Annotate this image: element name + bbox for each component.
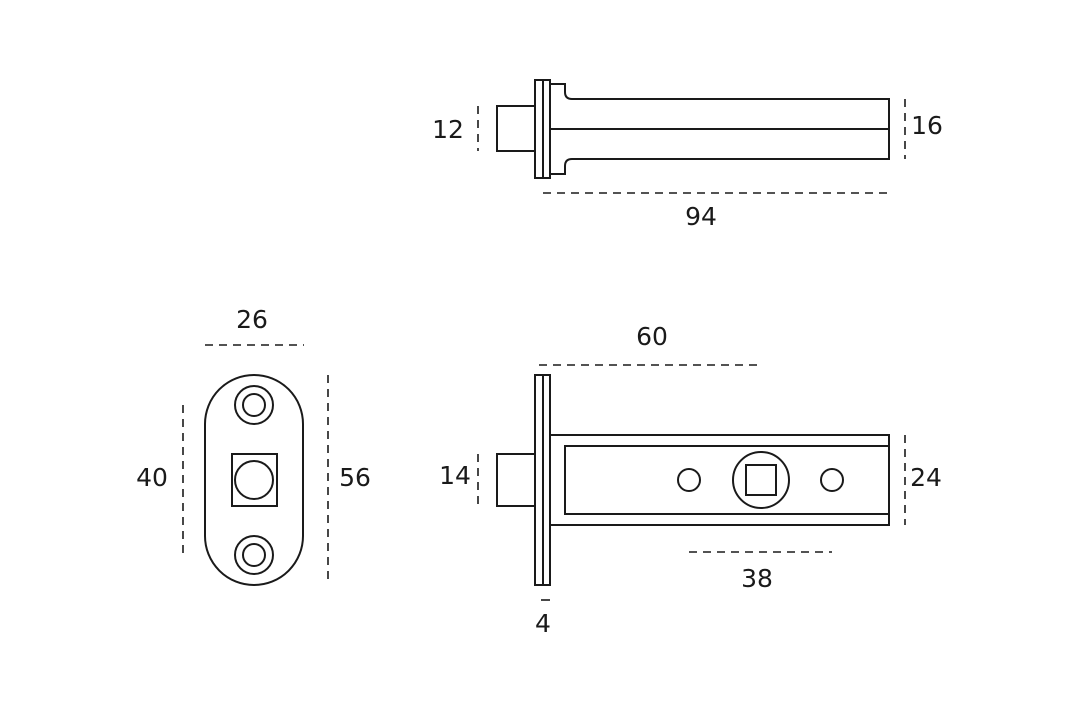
screw-hole-bottom-inner bbox=[242, 543, 266, 567]
spindle-square bbox=[745, 464, 777, 496]
fixing-hole-right bbox=[820, 468, 844, 492]
latch-case-outer bbox=[549, 434, 890, 526]
latch-bolt-side bbox=[496, 453, 536, 507]
screw-hole-top-inner bbox=[242, 393, 266, 417]
dim-label-26: 26 bbox=[236, 305, 268, 334]
dim-label-12: 12 bbox=[432, 115, 464, 144]
dim-label-94: 94 bbox=[685, 202, 717, 231]
dim-label-56: 56 bbox=[339, 463, 371, 492]
latch-top-view: 12 16 94 bbox=[432, 79, 943, 231]
dim-label-38: 38 bbox=[741, 564, 773, 593]
faceplate-view: 26 40 56 bbox=[136, 305, 371, 586]
latch-bolt-top bbox=[496, 105, 536, 152]
bolt-opening bbox=[231, 453, 278, 507]
screw-hole-bottom-outer bbox=[234, 535, 274, 575]
faceplate-outline bbox=[204, 374, 304, 586]
dim-label-40: 40 bbox=[136, 463, 168, 492]
latch-case-inner bbox=[564, 445, 890, 515]
dim-label-24: 24 bbox=[910, 463, 942, 492]
dim-label-14: 14 bbox=[439, 461, 471, 490]
follower-hub bbox=[732, 451, 790, 509]
dim-label-60: 60 bbox=[636, 322, 668, 351]
dim-label-4: 4 bbox=[535, 609, 551, 638]
dim-label-16: 16 bbox=[911, 111, 943, 140]
latch-side-view: 60 14 24 38 4 bbox=[439, 322, 942, 638]
bolt-end bbox=[234, 460, 274, 500]
screw-hole-top-outer bbox=[234, 385, 274, 425]
fixing-hole-left bbox=[677, 468, 701, 492]
